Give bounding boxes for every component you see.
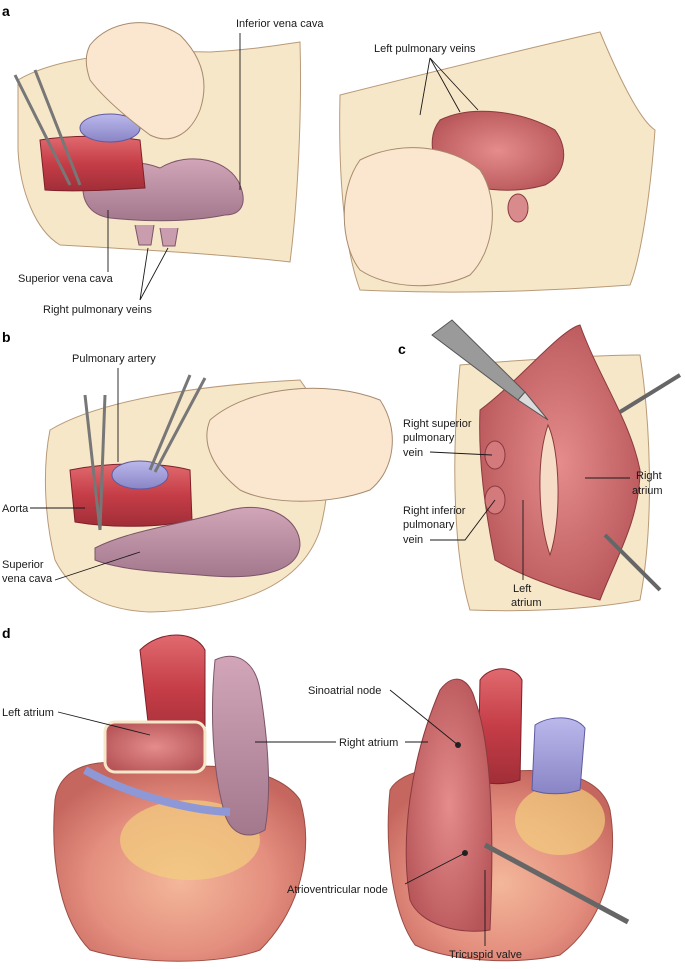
hand-a-left	[85, 22, 205, 140]
label-atrioventricular-node: Atrioventricular node	[287, 884, 388, 896]
label-superior-vena-cava-a: Superior vena cava	[18, 273, 114, 285]
label-right-inferior-pv-line1: Right inferior	[403, 505, 466, 517]
retractor-c-lower	[603, 533, 662, 592]
panel-d-left-heart	[53, 634, 307, 962]
label-inferior-vena-cava: Inferior vena cava	[236, 18, 324, 30]
leader-right-inferior-pv	[430, 499, 496, 541]
left-atrium-tube-d	[103, 720, 207, 774]
aorta-a	[39, 135, 146, 192]
leader-superior-vena-cava-b	[54, 551, 141, 581]
label-right-inferior-pv-line2: pulmonary	[403, 519, 455, 531]
pulmonary-vein-stump-a	[507, 193, 529, 223]
panel-a-right-illustration	[339, 31, 656, 293]
panel-d-letter: d	[2, 625, 11, 641]
pulmonary-artery-b	[111, 460, 169, 490]
label-pulmonary-artery: Pulmonary artery	[72, 353, 156, 365]
clamp-b-right	[148, 374, 207, 473]
label-right-atrium-c-line2: atrium	[632, 485, 663, 497]
retractor-d	[483, 842, 630, 925]
panel-b-letter: b	[2, 329, 11, 345]
hand-b	[206, 387, 393, 502]
leader-atrioventricular-node	[404, 852, 466, 885]
clamp-b-left	[83, 394, 107, 531]
label-left-atrium-d: Left atrium	[2, 707, 54, 719]
label-right-superior-pv-line2: pulmonary	[403, 432, 455, 444]
label-sinoatrial-node: Sinoatrial node	[308, 685, 381, 697]
panel-b-illustration	[44, 374, 393, 613]
label-right-superior-pv-line1: Right superior	[403, 418, 472, 430]
leader-left-pulmonary-veins	[419, 57, 479, 116]
clamp-a	[13, 69, 82, 186]
panel-c-letter: c	[398, 341, 406, 357]
label-right-atrium-d: Right atrium	[339, 737, 398, 749]
scalpel-c	[431, 319, 549, 421]
label-superior-vena-cava-b-line1: Superior	[2, 559, 44, 571]
label-superior-vena-cava-b-line2: vena cava	[2, 573, 53, 585]
panel-c-illustration	[431, 319, 682, 612]
epicardial-fat-right	[515, 785, 605, 855]
label-right-superior-pv-line3: vein	[403, 447, 423, 459]
leader-right-superior-pv	[429, 451, 493, 456]
superior-vena-cava-b	[94, 506, 301, 578]
label-aorta: Aorta	[2, 503, 29, 515]
pulmonary-vein-d-left	[83, 766, 231, 816]
right-atrium-d-left	[211, 655, 270, 836]
label-right-atrium-c-line1: Right	[636, 470, 662, 482]
left-atrium-incision-c	[539, 423, 559, 557]
pulmonary-artery-d-right	[531, 717, 586, 795]
retractor-c-upper	[618, 373, 682, 414]
hand-a-right	[343, 147, 493, 287]
label-left-pulmonary-veins: Left pulmonary veins	[374, 43, 476, 55]
leader-right-pulmonary-veins	[139, 247, 169, 301]
label-tricuspid-valve: Tricuspid valve	[449, 949, 522, 961]
panel-d-right-heart	[387, 668, 630, 962]
label-right-pulmonary-veins: Right pulmonary veins	[43, 304, 152, 316]
right-atrium-opened-d	[405, 678, 493, 932]
leader-sinoatrial-node	[389, 689, 459, 746]
label-left-atrium-c-line2: atrium	[511, 597, 542, 609]
panel-a-left-illustration	[13, 22, 301, 263]
pulmonary-artery-a	[79, 113, 141, 143]
label-left-atrium-c-line1: Left	[513, 583, 531, 595]
panel-a-letter: a	[2, 3, 10, 19]
leader-left-atrium-d	[57, 711, 151, 736]
right-pulmonary-vein-stumps-a	[134, 224, 179, 247]
label-right-inferior-pv-line3: vein	[403, 534, 423, 546]
epicardial-fat-left	[120, 800, 260, 880]
